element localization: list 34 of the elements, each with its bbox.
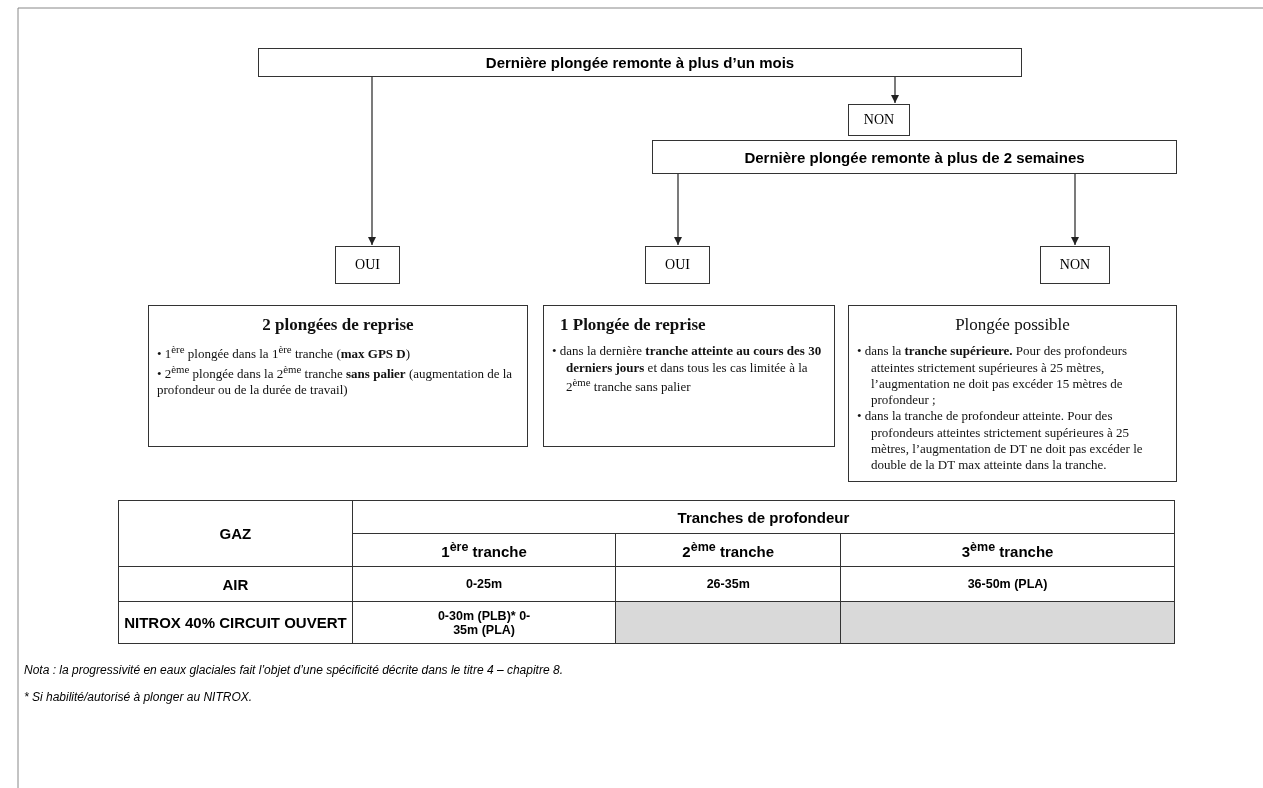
table-header: Tranches de profondeur (352, 500, 1175, 534)
table-cell: 0-25m (352, 566, 616, 602)
answer-box: NON (1040, 246, 1110, 284)
table-header: 2$^{ème}$ tranche (615, 533, 841, 567)
bullet-text: • 1$^{ère}$ plongée dans la 1$^{ère}$ tranche (max GPS D) (157, 343, 412, 363)
arrow (367, 76, 377, 246)
table-cell: 26-35m (615, 566, 841, 602)
table-cell: 36-50m (PLA) (840, 566, 1175, 602)
arrow (890, 76, 900, 104)
question-box: Dernière plongée remonte à plus de 2 semaines (652, 140, 1177, 174)
info-box (543, 305, 835, 447)
bullet-text: • 2$^{ème}$ plongée dans la 2$^{ème}$ tranche sans palier (augmentation de la profondeur ou de la durée de travail) (157, 362, 514, 399)
bullet-text: • dans la dernière tranche atteinte au cours des 30 derniers jours et dans tous les cas limitée à la 2$^{ème}$ tranche sans palier (552, 343, 823, 396)
arrow (673, 173, 683, 246)
footnote: Nota : la progressivité en eaux glaciales fait l’objet d’une spécificité décrite dans le titre 4 – chapitre 8. (24, 663, 563, 677)
arrow (1070, 173, 1080, 246)
answer-box: OUI (335, 246, 400, 284)
bullet-text: • dans la tranche supérieure. Pour des profondeurs atteintes strictement supérieures à 25 mètres, l’augmentation ne doit pas excéder 15 mètres de profondeur ; (857, 343, 1129, 409)
box-heading: 1 Plongée de reprise (559, 314, 707, 336)
answer-box: OUI (645, 246, 710, 284)
table-header: 1$^{ère}$ tranche (352, 533, 616, 567)
table-cell: NITROX 40% CIRCUIT OUVERT (118, 601, 353, 644)
bullet-text: • dans la tranche de profondeur atteinte. Pour des profondeurs atteintes strictement supérieures à 25 mètres, l’augmentation de DT ne doit pas excéder le double de la DT max atteinte dans la tranche. (857, 408, 1144, 474)
info-box (848, 305, 1177, 482)
footnote: * Si habilité/autorisé à plonger au NITROX. (24, 690, 253, 704)
info-box (148, 305, 528, 447)
table-cell: 0-30m (PLB)* 0-35m (PLA) (352, 601, 616, 644)
box-heading: Plongée possible (954, 314, 1071, 336)
table-cell: AIR (118, 566, 353, 602)
answer-box: NON (848, 104, 910, 136)
table-header: GAZ (118, 500, 353, 567)
table-header: 3$^{ème}$ tranche (840, 533, 1175, 567)
box-heading: 2 plongées de reprise (261, 314, 415, 336)
question-box: Dernière plongée remonte à plus d’un mois (258, 48, 1022, 77)
